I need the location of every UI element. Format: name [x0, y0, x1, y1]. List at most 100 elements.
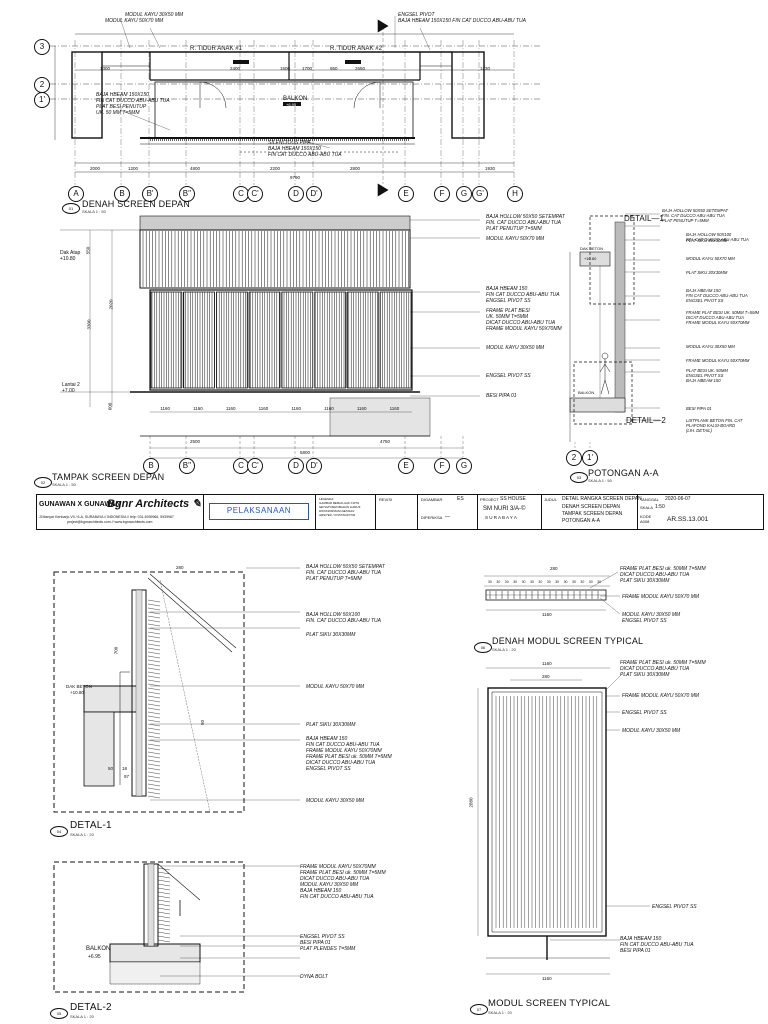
detail-slat: [147, 615, 161, 619]
level-value: +10.80: [584, 256, 597, 261]
detail-slat: [147, 747, 161, 751]
kode: A008: [640, 519, 650, 524]
view-scale: SKALA 1 : 50: [588, 478, 612, 483]
detail-slat: [157, 895, 171, 899]
divider: [541, 495, 542, 529]
grid-col-bubble: G: [456, 186, 472, 202]
detail-slat: [147, 695, 161, 699]
judul-item: DENAH SCREEN DEPAN: [562, 504, 620, 510]
detail-slat: [147, 743, 161, 747]
tanggal: 2020-06-07: [665, 496, 691, 502]
grid-col-bubble: D: [288, 186, 304, 202]
firm-web: project@bgnrarchitects.com // www.bgnrar…: [67, 520, 153, 524]
dim-text: 97: [124, 774, 130, 779]
view-number: 07: [470, 1004, 488, 1015]
grid-row-bubble: 3: [34, 39, 50, 55]
small-dim-text: 30: [513, 580, 518, 584]
grid-col-bubble: D': [306, 458, 322, 474]
detail-callout: DETAIL—2: [626, 416, 666, 425]
dim-text: 1300: [100, 66, 111, 71]
grid-row-bubble: 2: [34, 77, 50, 93]
detail-slat: [147, 691, 161, 695]
level-label: DAK BETON: [66, 684, 92, 689]
judul-label: JUDUL: [544, 497, 557, 502]
detail-slat: [157, 927, 171, 931]
dim-text: 2500: [190, 439, 201, 444]
detail-slat: [147, 759, 161, 763]
dim-text: 2880: [468, 797, 474, 808]
plan-drawing: [50, 16, 540, 197]
view-title: MODUL SCREEN TYPICAL: [488, 998, 611, 1009]
detail-slat: [157, 935, 171, 939]
dim-text: 50: [108, 766, 114, 771]
divider: [375, 495, 376, 529]
dim-text: 3300: [86, 319, 92, 330]
detail-slat: [147, 683, 161, 687]
grid-col-bubble: F: [434, 186, 450, 202]
detail2-note: DYNA BOLT: [300, 974, 328, 980]
grid-row-bubble: 1': [582, 450, 598, 466]
level-label: BALKON: [578, 390, 595, 395]
section-note: MODUL KAYU 50X70 MM: [686, 256, 735, 261]
detail-slat: [157, 919, 171, 923]
dim-text: 1230: [480, 66, 491, 71]
elevation-note: ENGSEL PIVOT SS: [486, 373, 531, 379]
grid-col-bubble: B: [114, 186, 130, 202]
module-dim-text: 1160: [258, 406, 269, 411]
screen-module-frame: [314, 291, 346, 389]
screen-module-frame: [183, 291, 215, 389]
balcony-label: BALKON: [283, 96, 308, 102]
module-dim-text: 1160: [356, 406, 367, 411]
level-value: +10.80: [70, 690, 84, 695]
dim-text: 1160: [542, 976, 552, 981]
dim-text: 2400: [230, 66, 241, 71]
module-dim-text: 1160: [193, 406, 203, 411]
divider: [417, 495, 418, 529]
detail1-note: PLAT SIKU 30X30MM: [306, 722, 356, 728]
skala: 1:50: [655, 504, 665, 510]
level-value: +10.80: [60, 256, 76, 262]
project-name: SS HOUSE: [500, 496, 526, 502]
detail-slat: [147, 739, 161, 743]
elevation-note: MODUL KAYU 50X70 MM: [486, 236, 545, 242]
detail-slat: [157, 867, 171, 871]
dim-text: 50: [200, 719, 206, 726]
grid-col-bubble: B: [143, 458, 159, 474]
detail-slat: [157, 875, 171, 879]
checked-label: DIPERIKSA: [421, 515, 443, 520]
small-dim-text: 30: [530, 580, 534, 584]
module-dim-text: 1160: [160, 406, 171, 411]
modul-typ-view: 1160 280 2880 1160 FRAME PLAT BESI uk. 5…: [468, 660, 768, 1024]
grid-col-bubble: C: [233, 186, 249, 202]
detail1-note: MODUL KAYU 50X70 MM: [306, 684, 365, 690]
firm-name: GUNAWAN X GUNAWAN: [39, 501, 121, 508]
small-dim-text: 30: [555, 580, 560, 584]
detail-slat: [147, 751, 161, 755]
small-dim-text: 30: [538, 580, 543, 584]
detail-slat: [157, 899, 171, 903]
plan-view: 3 2 1' A B B' B'' C C' D D' E F G G' H R…: [0, 0, 768, 215]
dim-text: 280: [542, 674, 550, 679]
detail2-drawing: [53, 861, 300, 993]
screen-module-frame: [216, 291, 248, 389]
dim-text: 1160: [542, 612, 552, 617]
section-note: FRAME MODUL KAYU 50X70MM: [686, 358, 750, 363]
view-scale: SKALA 1 : 20: [70, 1014, 94, 1019]
view-number: 04: [50, 826, 68, 837]
judul-item: TAMPAK SCREEN DEPAN: [562, 511, 623, 517]
drawn-label: DIGAMBAR: [421, 497, 443, 502]
room-level: +7.45: [348, 56, 359, 61]
detail-slat: [147, 623, 161, 627]
tanggal-label: TANGGAL: [640, 497, 659, 502]
